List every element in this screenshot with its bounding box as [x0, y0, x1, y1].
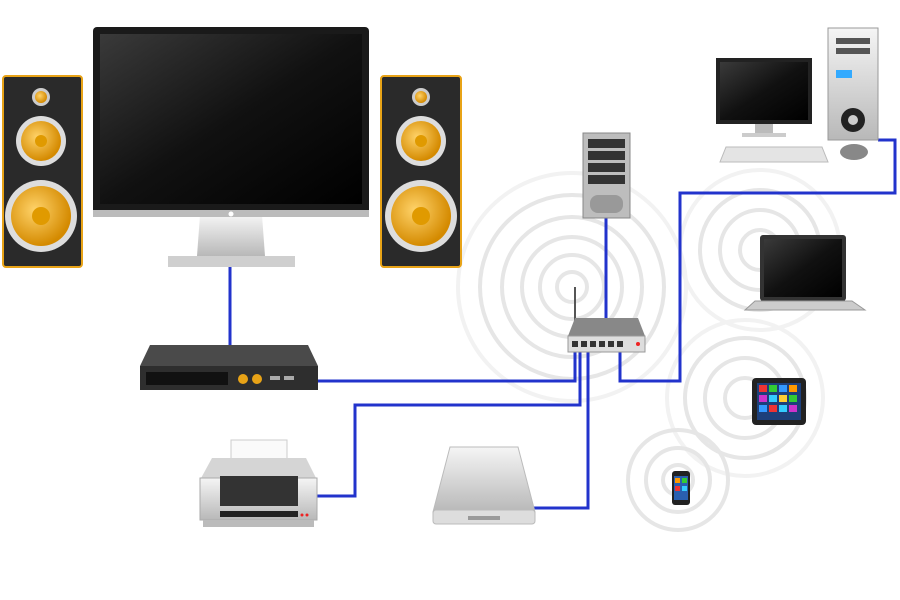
tablet [752, 378, 806, 425]
server [582, 132, 631, 219]
smartphone [672, 471, 690, 505]
right-speaker [380, 75, 462, 268]
desktop-computer [716, 27, 879, 163]
printer [199, 439, 318, 527]
tv [93, 27, 369, 267]
router [567, 287, 646, 353]
left-speaker [2, 75, 83, 268]
av-receiver [140, 345, 318, 390]
laptop [743, 235, 867, 311]
network-cables [228, 138, 897, 510]
external-drive [432, 446, 536, 525]
